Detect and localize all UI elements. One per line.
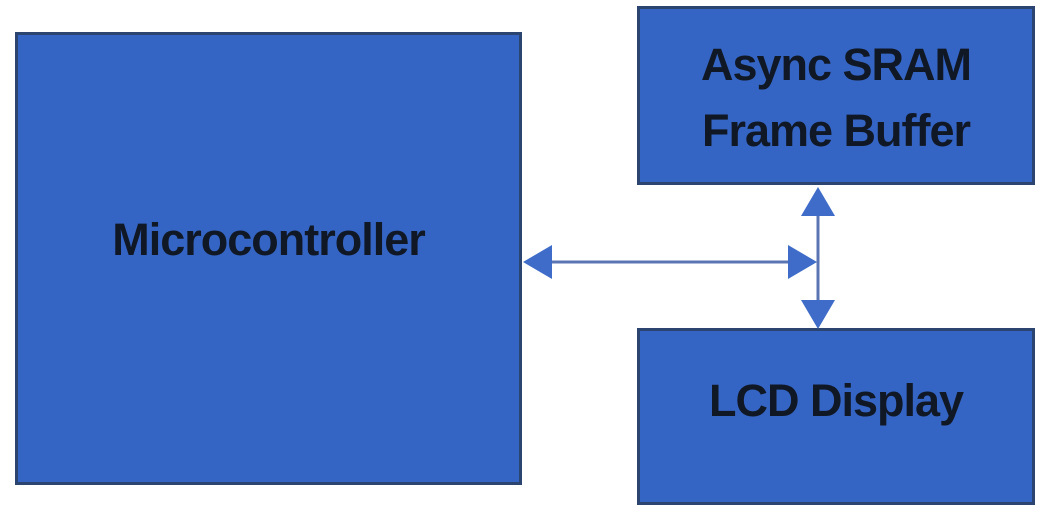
node-async-sram-frame-buffer: Async SRAM Frame Buffer (637, 6, 1035, 185)
lcd-display-label: LCD Display (708, 374, 964, 426)
horizontal-double-arrow (523, 245, 817, 279)
arrowhead-down-icon (801, 300, 835, 329)
arrowhead-right-icon (788, 245, 817, 279)
microcontroller-label: Microcontroller (112, 213, 426, 265)
vertical-double-arrow (801, 187, 835, 329)
arrowhead-up-icon (801, 187, 835, 216)
sram-label-line-2: Frame Buffer (701, 104, 971, 156)
arrowhead-left-icon (523, 245, 552, 279)
node-microcontroller: Microcontroller (15, 32, 522, 485)
sram-label-line-1: Async SRAM (700, 38, 972, 90)
node-lcd-display: LCD Display (637, 328, 1035, 505)
